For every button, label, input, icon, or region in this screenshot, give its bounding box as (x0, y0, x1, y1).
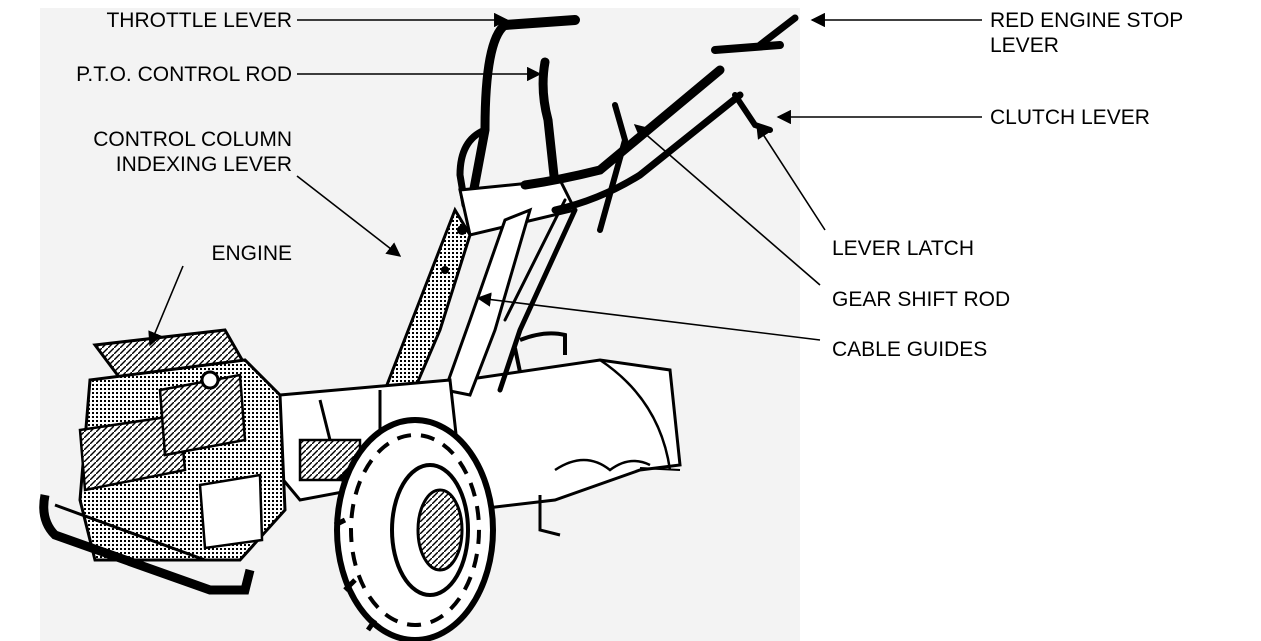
label-control-column-indexing-lever: CONTROL COLUMN INDEXING LEVER (93, 128, 292, 176)
label-lever-latch: LEVER LATCH (832, 237, 974, 260)
label-clutch-lever: CLUTCH LEVER (990, 106, 1150, 129)
label-cable-guides: CABLE GUIDES (832, 338, 988, 361)
leader-control-column-indexing-lever (296, 175, 402, 257)
front-bumper (39, 494, 255, 595)
label-gear-shift-rod: GEAR SHIFT ROD (832, 288, 1011, 311)
depth-bar-handle (513, 331, 567, 373)
bumper-inner-bar (54, 503, 206, 562)
label-red-engine-stop-lever: RED ENGINE STOP LEVER (990, 9, 1184, 57)
leader-lines (148, 12, 982, 347)
label-pto-control-rod: P.T.O. CONTROL ROD (76, 63, 292, 86)
leader-lever-latch (756, 123, 826, 231)
drive-wheel (333, 417, 496, 641)
engine-block (78, 328, 287, 562)
leader-engine (148, 265, 184, 347)
label-engine: ENGINE (211, 242, 292, 265)
left-handlebar (456, 15, 580, 215)
leader-cable-guides (476, 292, 821, 341)
leader-gear-shift-rod (633, 124, 821, 286)
label-throttle-lever: THROTTLE LEVER (106, 9, 292, 32)
